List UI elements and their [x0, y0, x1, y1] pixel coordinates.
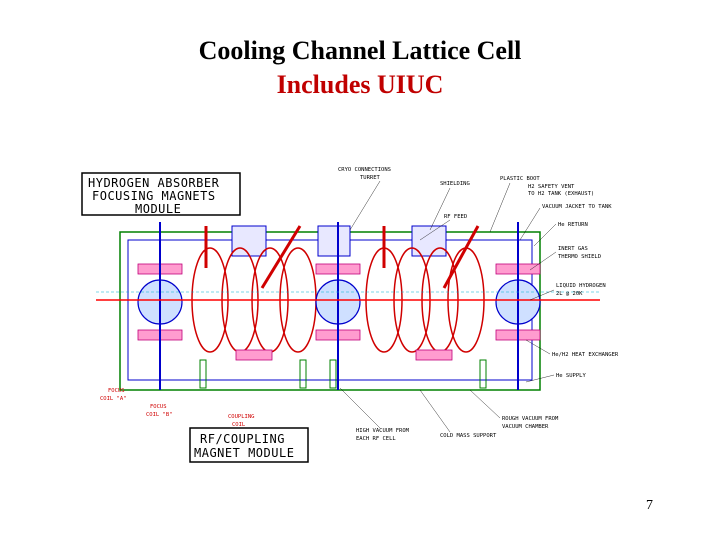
page-number: 7: [646, 498, 653, 513]
vertical-supply-lines: [159, 222, 519, 390]
cold-mass-label: COLD MASS SUPPORT: [440, 433, 497, 439]
hydrogen-absorber-label-1: HYDROGEN ABSORBER: [88, 176, 220, 190]
focus-coil-b-label-2: COIL "B": [146, 412, 173, 418]
hydrogen-absorber-label-3: MODULE: [135, 202, 181, 216]
top-leader-lines: [349, 180, 511, 241]
vacuum-jacket-label: VACUUM JACKET TO TANK: [542, 204, 612, 210]
high-vacuum-label-2: EACH RF CELL: [356, 436, 396, 442]
hydrogen-absorber-module-box: [81, 172, 241, 216]
cryo-label-1: CRYO CONNECTIONS: [338, 167, 391, 173]
rf-coupling-label-2: MAGNET MODULE: [194, 446, 294, 460]
shielding-label: SHIELDING: [440, 181, 470, 187]
rf-coupling-label-1: RF/COUPLING: [200, 432, 285, 446]
he-supply-label: He SUPPLY: [556, 373, 586, 379]
focus-coil-a-label-1: FOCUS: [108, 388, 125, 394]
inert-gas-label-1: INERT GAS: [558, 246, 588, 252]
coupling-coil-label-2: COIL: [232, 422, 246, 428]
right-leader-lines: [519, 207, 557, 383]
rf-feed-pipes: [204, 225, 480, 289]
high-vacuum-label-1: HIGH VACUUM FROM: [356, 428, 410, 434]
liquid-h-label-1: LIQUID HYDROGEN: [556, 283, 606, 289]
supports: [199, 359, 487, 389]
plastic-boot-label: PLASTIC BOOT: [500, 176, 540, 182]
rf-coupling-module-box: [189, 427, 309, 463]
rf-feed-label: RF FEED: [444, 214, 467, 220]
rough-vacuum-label-1: ROUGH VACUUM FROM: [502, 416, 559, 422]
slide-subtitle: Includes UIUC: [276, 70, 444, 99]
focus-coil-b-label-1: FOCUS: [150, 404, 167, 410]
slide-title: Cooling Channel Lattice Cell: [198, 36, 522, 65]
he-return-label: He RETURN: [558, 222, 588, 228]
outer-vessel-outline: [119, 231, 541, 391]
inert-gas-label-2: THERMO SHIELD: [558, 254, 601, 260]
bottom-leader-lines: [339, 387, 501, 433]
h2-vent-label-2: TO H2 TANK (EXHAUST): [528, 191, 594, 197]
focus-coil-a-label-2: COIL "A": [100, 396, 127, 402]
heat-exchanger-label: He/H2 HEAT EXCHANGER: [552, 352, 619, 358]
hydrogen-absorber-label-2: FOCUSING MAGNETS: [92, 189, 216, 203]
cryo-label-2: TURRET: [360, 175, 381, 181]
coupling-coil-label-1: COUPLING: [228, 414, 255, 420]
liquid-h-label-2: 2L @ 20K: [556, 291, 583, 297]
h2-vent-label-1: H2 SAFETY VENT: [528, 184, 575, 190]
rough-vacuum-label-2: VACUUM CHAMBER: [502, 424, 549, 430]
inner-vessel-outline: [127, 239, 533, 381]
